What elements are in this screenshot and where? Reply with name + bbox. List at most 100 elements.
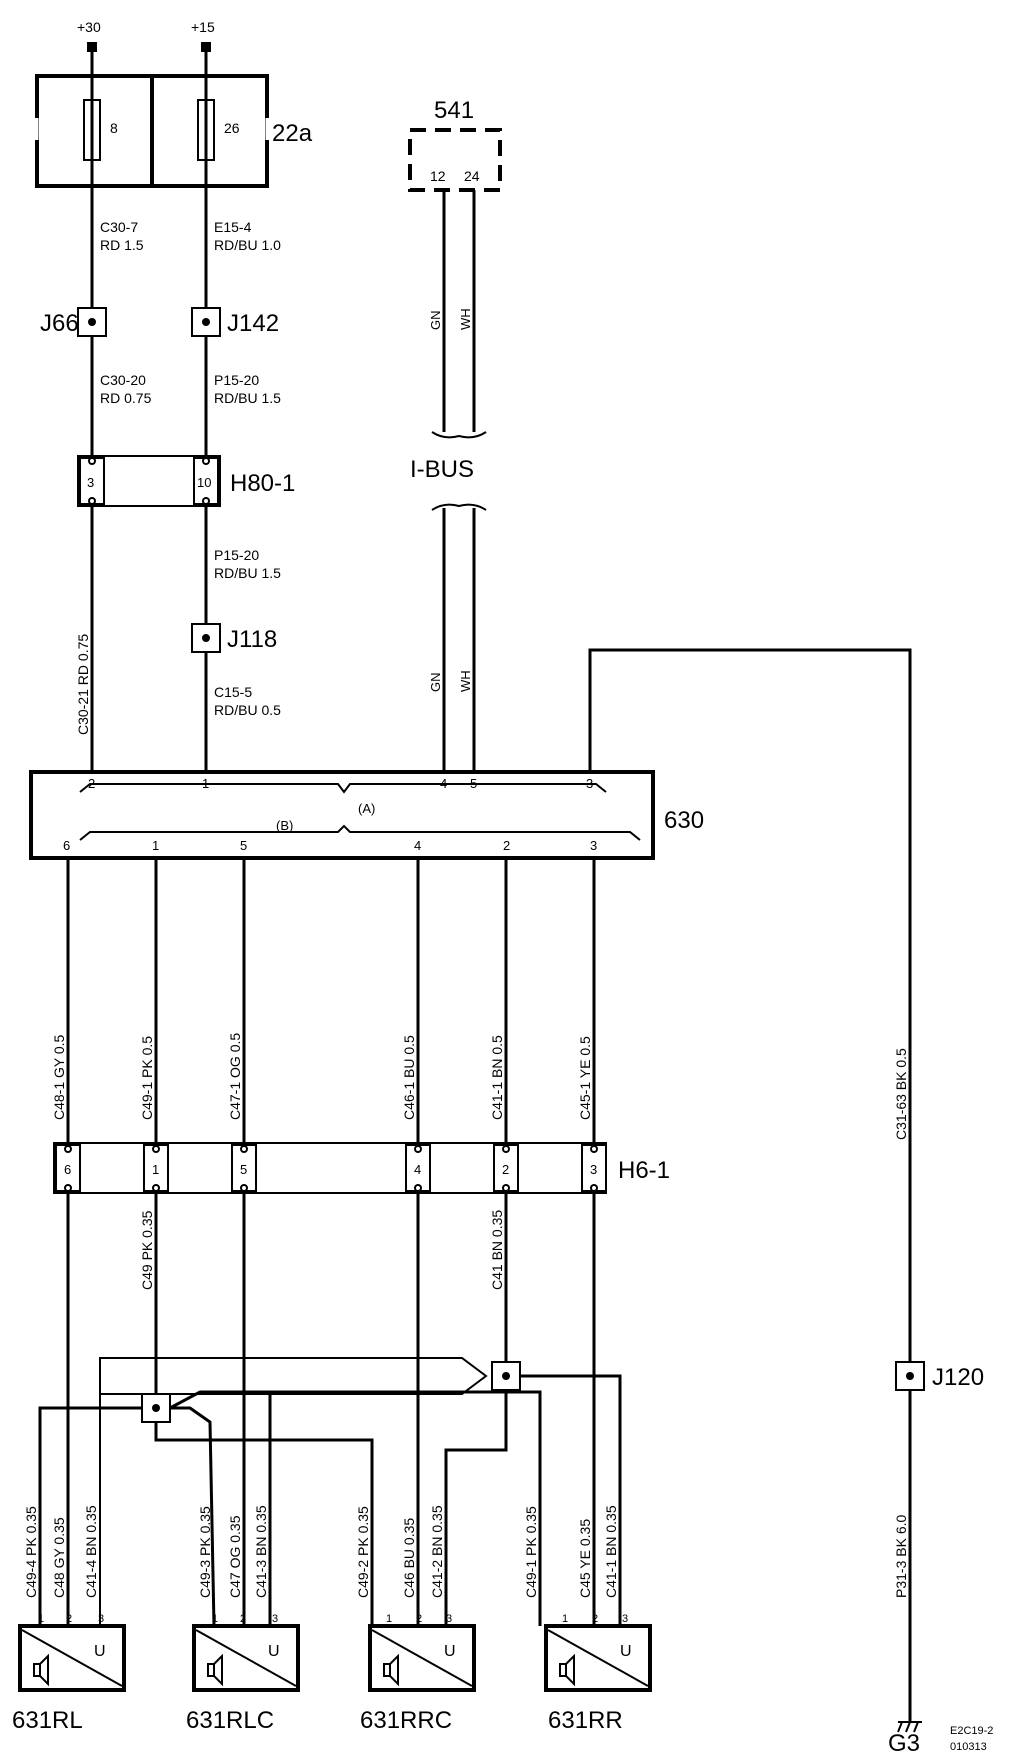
wire-c48: C48 GY 0.35: [51, 1517, 67, 1598]
wire-c47: C47 OG 0.35: [227, 1515, 243, 1598]
spk-rlc-pin2: 2: [240, 1613, 246, 1625]
module-630-label: 630: [664, 807, 704, 834]
wire-p15-20a: P15-20: [214, 372, 259, 388]
wire-c48-1: C48-1 GY 0.5: [51, 1034, 67, 1120]
pin-b-5: 5: [240, 838, 247, 853]
wire-e15-4: E15-4: [214, 219, 252, 235]
wire-c30-21: C30-21 RD 0.75: [75, 634, 91, 735]
wire-p15-20a-spec: RD/BU 1.5: [214, 390, 281, 406]
terminal-plus30: [87, 42, 97, 52]
speaker-631rrc-label: 631RRC: [360, 1707, 452, 1734]
wire-c41-4: C41-4 BN 0.35: [83, 1505, 99, 1598]
connector-h80-label: H80-1: [230, 470, 295, 497]
spk-rlc-pin3: 3: [272, 1613, 278, 1625]
spk-rl-pin1: 1: [38, 1613, 44, 1625]
fuse-a-number: 8: [110, 120, 118, 136]
wire-c49-2: C49-2 PK 0.35: [355, 1506, 371, 1598]
module-541-pin-b: 24: [464, 168, 480, 184]
label-plus15: +15: [191, 19, 215, 35]
wire-c46-1: C46-1 BU 0.5: [401, 1035, 417, 1120]
spk-rl-pin2: 2: [66, 1613, 72, 1625]
junction-j118: [191, 623, 221, 653]
pin-b-3: 3: [590, 838, 597, 853]
ground-icon: [897, 1721, 922, 1733]
label-plus30: +30: [77, 19, 101, 35]
wire-c30-7-spec: RD 1.5: [100, 237, 144, 253]
speaker-631rl: 1 2 3 U: [18, 1613, 126, 1692]
pin-b-2: 2: [503, 838, 510, 853]
wire-c15-5: C15-5: [214, 684, 252, 700]
wire-c31-63: [588, 648, 912, 1722]
wire-c45: C45 YE 0.35: [577, 1519, 593, 1598]
module-630-group-b: (B): [276, 818, 293, 833]
h6-pin-1: 1: [152, 1162, 159, 1177]
wire-c49: C49 PK 0.35: [139, 1210, 155, 1290]
spk-rr-pin2: 2: [592, 1613, 598, 1625]
wire-c49-1: C49-1 PK 0.5: [139, 1036, 155, 1120]
wire-c41-1: C41-1 BN 0.5: [489, 1035, 505, 1120]
h6-pin-6: 6: [64, 1162, 71, 1177]
speaker-631rr: 1 2 3 U: [544, 1613, 652, 1692]
h80-pin-a: 3: [87, 475, 94, 490]
wire-p15-20b: P15-20: [214, 547, 259, 563]
module-541: [408, 128, 502, 192]
pin-b-1: 1: [152, 838, 159, 853]
footer-ref: E2C19-2: [950, 1725, 993, 1737]
wire-wh-bot: WH: [458, 670, 473, 692]
speaker-631rlc: 1 2 3 U: [192, 1613, 300, 1692]
connector-h80-1: 3 10: [77, 455, 221, 507]
pin-a-3: 3: [586, 776, 593, 791]
spk-rrc-pin2: 2: [416, 1613, 422, 1625]
spk-rlc-pin1: 1: [212, 1613, 218, 1625]
footer-date: 010313: [950, 1741, 987, 1753]
h6-pin-4: 4: [414, 1162, 421, 1177]
wire-c30-7: C30-7: [100, 219, 138, 235]
wire-c41: C41 BN 0.35: [489, 1210, 505, 1290]
spk-rr-u: U: [620, 1643, 632, 1660]
spk-rrc-u: U: [444, 1643, 456, 1660]
pin-b-4: 4: [414, 838, 421, 853]
ibus-label: I-BUS: [410, 456, 474, 483]
wire-c46: C46 BU 0.35: [401, 1518, 417, 1598]
wire-gn-top: GN: [428, 311, 443, 331]
pin-a-2: 2: [88, 776, 95, 791]
pin-a-1: 1: [202, 776, 209, 791]
h6-pin-3: 3: [590, 1162, 597, 1177]
fuse-b-number: 26: [224, 120, 240, 136]
spk-rrc-pin3: 3: [446, 1613, 452, 1625]
terminal-plus15: [201, 42, 211, 52]
wire-c15-5-spec: RD/BU 0.5: [214, 702, 281, 718]
fusebox-name: 22a: [272, 120, 313, 147]
speaker-631rlc-label: 631RLC: [186, 1707, 274, 1734]
junction-j142-label: J142: [227, 310, 279, 337]
wire-gn-bot: GN: [428, 673, 443, 693]
module-630: (A) (B) 2 1 4 5 3 6 1 5 4 2 3: [29, 770, 655, 860]
wire-wh-top: WH: [458, 308, 473, 330]
wire-e15-4-spec: RD/BU 1.0: [214, 237, 281, 253]
h6-pin-2: 2: [502, 1162, 509, 1177]
junction-j118-label: J118: [227, 626, 277, 653]
speaker-631rrc: 1 2 3 U: [368, 1613, 476, 1692]
wire-c41-2: C41-2 BN 0.35: [429, 1505, 445, 1598]
wire-c49-1b: C49-1 PK 0.35: [523, 1506, 539, 1598]
module-630-group-a: (A): [358, 801, 375, 816]
wire-c45-1: C45-1 YE 0.5: [577, 1036, 593, 1120]
wire-c49-3: C49-3 PK 0.35: [197, 1506, 213, 1598]
module-541-pin-a: 12: [430, 168, 446, 184]
spk-rr-pin1: 1: [562, 1613, 568, 1625]
wire-c30-20-spec: RD 0.75: [100, 390, 152, 406]
spk-rlc-u: U: [268, 1643, 280, 1660]
spk-rr-pin3: 3: [622, 1613, 628, 1625]
connector-h6-label: H6-1: [618, 1157, 670, 1184]
pin-a-4: 4: [440, 776, 447, 791]
h80-pin-b: 10: [197, 475, 211, 490]
wire-c41-3: C41-3 BN 0.35: [253, 1505, 269, 1598]
fusebox-22a: 8 26: [31, 74, 273, 188]
wire-c49-4: C49-4 PK 0.35: [23, 1506, 39, 1598]
h6-pin-5: 5: [240, 1162, 247, 1177]
spk-rl-u: U: [94, 1643, 106, 1660]
ground-g3-label: G3: [888, 1730, 920, 1756]
wire-c30-20: C30-20: [100, 372, 146, 388]
wire-c41-1b: C41-1 BN 0.35: [603, 1505, 619, 1598]
